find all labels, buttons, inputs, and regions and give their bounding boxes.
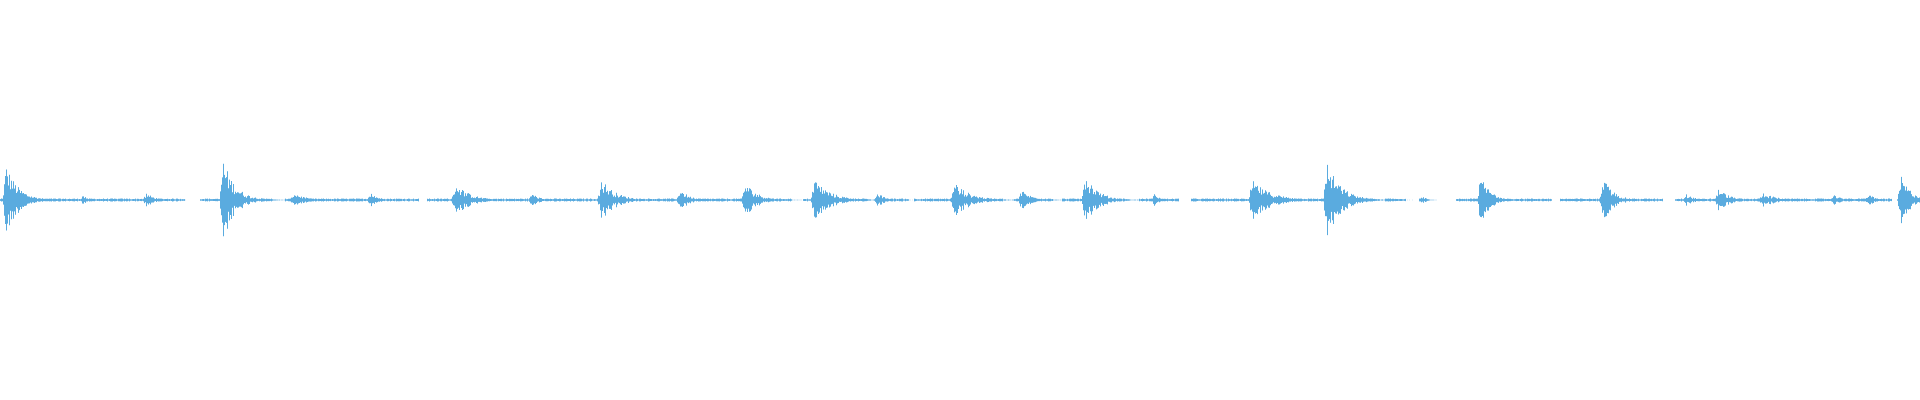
waveform-bars — [0, 163, 1920, 237]
waveform-signal — [0, 163, 1920, 237]
